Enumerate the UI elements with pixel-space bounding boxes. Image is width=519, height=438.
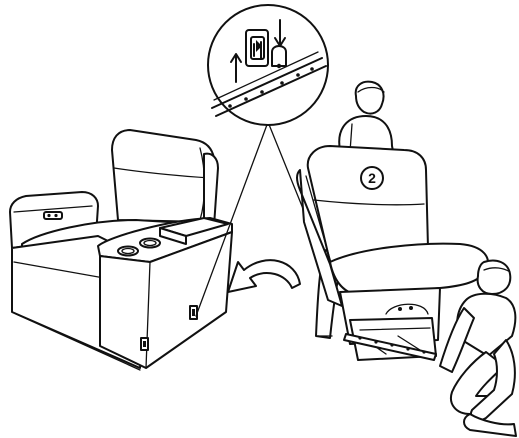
step-number-badge: 2 [360, 166, 384, 190]
helper-person [439, 259, 517, 437]
control-buttons-icon [43, 211, 63, 220]
down-arrow-icon [274, 19, 286, 47]
reclining-seat-section: 2 [296, 145, 489, 361]
footrest-bracket-rail [343, 333, 437, 361]
magnified-clip [245, 29, 269, 67]
step-number-text: 2 [368, 170, 376, 186]
magnified-bracket-rail [211, 45, 327, 117]
up-arrow-icon [230, 53, 242, 83]
recliner-base-section [9, 129, 233, 371]
curved-arrow-icon [227, 259, 301, 293]
